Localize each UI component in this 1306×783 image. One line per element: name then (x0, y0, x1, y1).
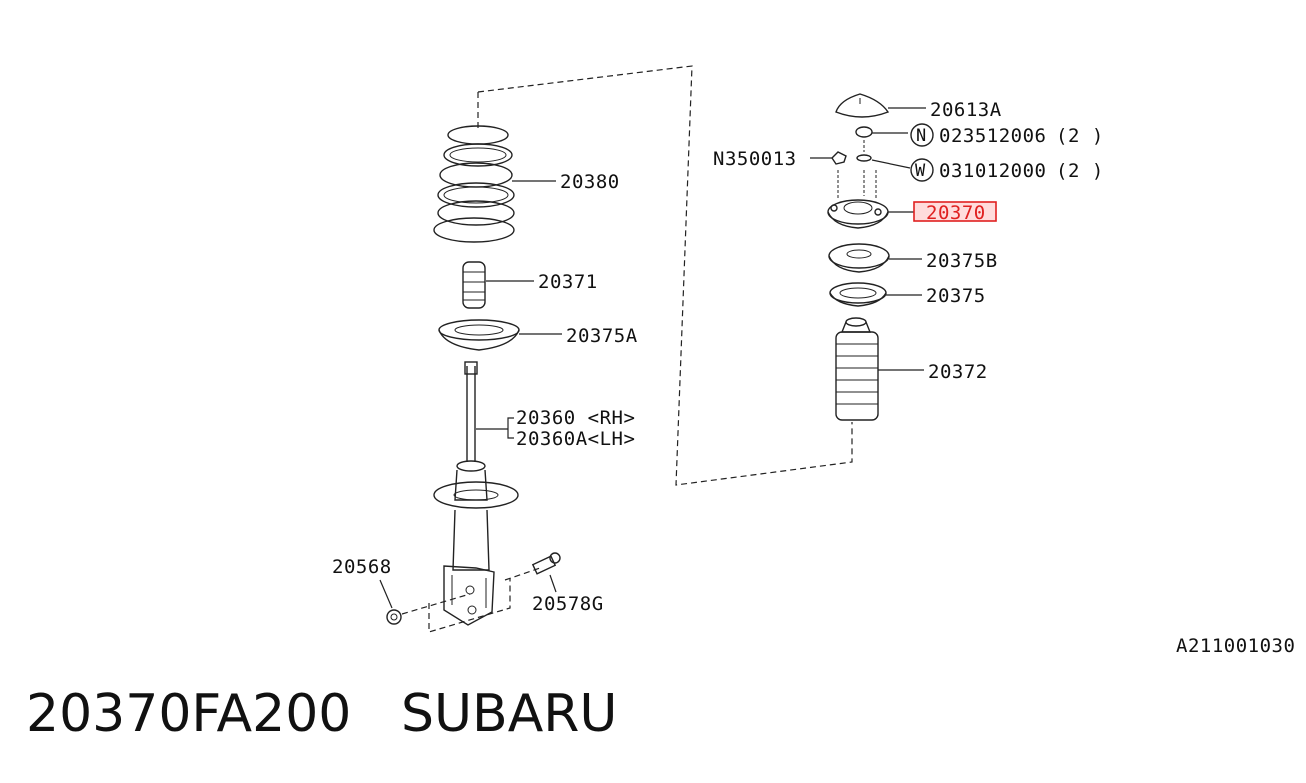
strut-mount-20370[interactable] (827, 170, 889, 229)
label-031012000-qty: (2 ) (1056, 160, 1104, 182)
spring-seat-20375A[interactable] (438, 319, 520, 351)
washer-031012000[interactable] (856, 154, 872, 162)
label-20375A: 20375A (566, 325, 638, 347)
label-20370[interactable]: 20370 (926, 202, 986, 224)
bump-stopper-20371[interactable] (462, 261, 486, 309)
label-20578G: 20578G (532, 593, 604, 615)
label-w-symbol: W (915, 161, 926, 181)
nut-023512006[interactable] (855, 126, 873, 138)
label-20360: 20360 <RH> (516, 407, 635, 429)
cap-20613A[interactable] (835, 93, 890, 118)
brand-name: SUBARU (400, 684, 618, 744)
reference-code: A211001030 (1176, 635, 1295, 657)
part-number: 20370FA200 (26, 684, 352, 744)
symbol-n-circle (910, 123, 934, 147)
label-20360A: 20360A<LH> (516, 428, 635, 450)
label-023512006: 023512006 (939, 125, 1046, 147)
label-20372: 20372 (928, 361, 988, 383)
label-n-symbol: N (916, 126, 926, 146)
strut-20360[interactable] (433, 361, 519, 626)
label-20568: 20568 (332, 556, 392, 578)
label-N350013: N350013 (713, 148, 797, 170)
dust-boot-20372[interactable] (835, 317, 879, 421)
label-023512006-qty: (2 ) (1056, 125, 1104, 147)
spring-seat-20375[interactable] (829, 282, 887, 307)
label-20375B: 20375B (926, 250, 998, 272)
label-20380: 20380 (560, 171, 620, 193)
label-20375: 20375 (926, 285, 986, 307)
label-20371: 20371 (538, 271, 598, 293)
coil-spring-20380[interactable] (433, 125, 515, 243)
nut-20568[interactable] (386, 609, 402, 625)
mount-dashed-guides (401, 567, 541, 633)
footer-title: 20370FA200 SUBARU (26, 684, 618, 744)
nut-N350013[interactable] (831, 151, 847, 165)
spring-seat-20375B[interactable] (828, 243, 890, 273)
label-031012000: 031012000 (939, 160, 1046, 182)
highlight-box-20370 (913, 201, 997, 222)
explode-dashed-lines (477, 65, 853, 486)
symbol-w-circle (910, 158, 934, 182)
bolt-20578G[interactable] (531, 552, 561, 575)
label-20613A: 20613A (930, 99, 1002, 121)
